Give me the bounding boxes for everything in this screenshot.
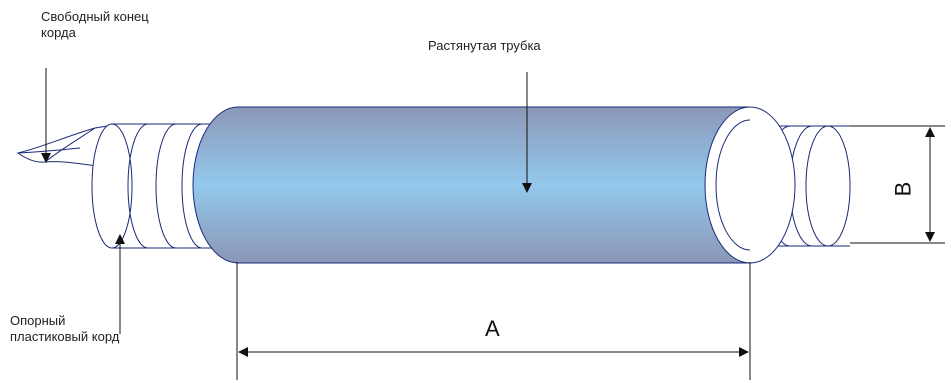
- stretched-tube: [192, 106, 796, 264]
- label-dimension-a: A: [485, 316, 500, 341]
- label-stretched-tube: Растянутая трубка: [428, 38, 541, 53]
- label-dimension-b: B: [890, 181, 916, 197]
- label-free-cord-end: Свободный конец корда: [41, 9, 149, 40]
- dimension-a: [236, 262, 751, 380]
- label-support-cord: Опорный пластиковый корд: [10, 313, 120, 344]
- dimension-b: [850, 125, 945, 244]
